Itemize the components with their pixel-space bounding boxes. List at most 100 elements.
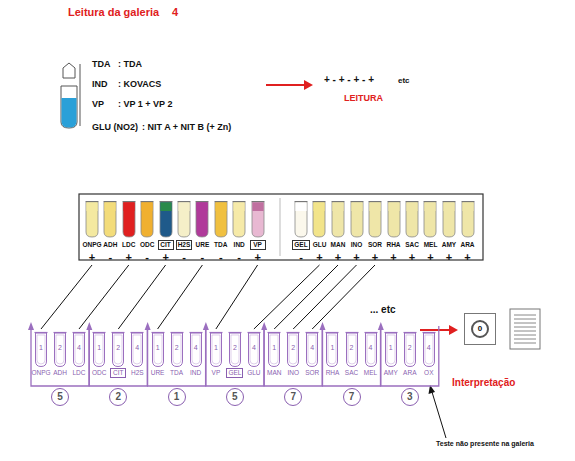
interpretation-tube: 2TDA — [169, 330, 184, 377]
tube-rim — [122, 201, 135, 202]
label-text: : VP 1 + VP 2 — [118, 99, 172, 109]
tube-shape — [312, 200, 326, 238]
tube-shape — [331, 200, 345, 238]
tube-liquid — [252, 202, 264, 237]
interpretation-tube: 4H2S — [130, 330, 145, 377]
tube-cupule — [314, 202, 325, 211]
test-result: - — [177, 252, 192, 263]
group-total: 7 — [284, 388, 302, 406]
tube-liquid — [196, 202, 208, 237]
total-number: 5 — [52, 389, 68, 404]
weight-digit: 4 — [363, 344, 378, 352]
label-text: VP — [92, 99, 104, 109]
gallery-tube: URE- — [195, 200, 211, 263]
test-name: IND — [232, 241, 246, 249]
tube-liquid — [160, 202, 172, 237]
test-name: SAC — [404, 241, 420, 249]
result-connector — [41, 265, 92, 329]
tube-shape — [350, 200, 364, 238]
test-result: + — [330, 252, 347, 263]
tube-rim — [86, 201, 99, 202]
tube-liquid — [295, 202, 307, 237]
label-text: Teste não presente na galeria — [436, 440, 534, 447]
label-text: etc — [398, 76, 410, 85]
bracket-arrowhead — [320, 322, 326, 330]
tube-shape — [195, 200, 209, 238]
weight-digit: 2 — [111, 344, 125, 352]
group-bracket — [89, 326, 147, 386]
group-total: 5 — [51, 388, 69, 406]
interpretation-tube: 4OX — [422, 330, 436, 377]
result-connector — [312, 265, 375, 329]
label-text: GLU (NO2) — [92, 122, 138, 132]
test-name: ADH — [52, 369, 68, 377]
group-total: 5 — [226, 388, 244, 406]
test-result: + — [350, 252, 364, 263]
interpretation-tube: 1MAN — [266, 330, 282, 377]
test-name: SAC — [344, 369, 359, 377]
test-result: - — [232, 252, 246, 263]
tube-rim — [196, 201, 209, 202]
result-connector — [158, 265, 203, 329]
test-name: ADH — [102, 241, 118, 249]
group-bracket — [206, 326, 264, 386]
tube-shape — [251, 200, 265, 238]
label-text: : NIT A + NIT B (+ Zn) — [142, 122, 231, 132]
label-text: : KOVACS — [118, 79, 161, 89]
tube-shape — [294, 200, 308, 238]
tube-rim — [350, 201, 363, 202]
test-name: OX — [422, 369, 436, 377]
gallery-tube: MAN+ — [330, 200, 347, 263]
tube-liquid — [462, 202, 474, 237]
tube-liquid — [123, 202, 135, 237]
gallery-tube: ONPG+ — [81, 200, 102, 263]
group-total: 1 — [168, 388, 186, 406]
tube-rim — [461, 201, 474, 202]
tube-rim — [159, 201, 172, 202]
test-name: ONPG — [30, 369, 51, 377]
group-bracket — [264, 326, 322, 386]
gallery-tube: SOR+ — [367, 200, 383, 263]
tube-liquid — [86, 202, 98, 237]
tube-rim — [251, 201, 264, 202]
gallery-tube: ADH- — [102, 200, 118, 263]
label-text: TDA — [92, 59, 111, 69]
interpretation-tube: 1ONPG — [30, 330, 51, 377]
tube-liquid — [424, 202, 436, 237]
test-name: SOR — [304, 369, 320, 377]
test-name: ARA — [402, 369, 417, 377]
test-name: GEL — [227, 369, 242, 377]
interpretation-tube: 1AMY — [383, 330, 399, 377]
result-connector — [293, 265, 356, 329]
tube-shape — [442, 200, 456, 238]
tube-cupule — [369, 202, 380, 211]
weight-digit: 4 — [189, 344, 203, 352]
label-text: LEITURA — [344, 93, 383, 103]
test-result: + — [404, 252, 420, 263]
test-name: MEL — [363, 369, 378, 377]
result-box: 0 — [464, 313, 496, 345]
gallery-tube: GEL - — [293, 200, 308, 263]
tube-rim — [405, 201, 418, 202]
tube-cupule — [86, 202, 97, 211]
total-number: 5 — [227, 389, 243, 404]
test-name: INO — [350, 241, 364, 249]
total-number: 7 — [344, 389, 360, 404]
test-name: GEL — [293, 241, 308, 249]
test-result: - — [293, 252, 308, 263]
pointer-arrow — [429, 385, 447, 438]
test-name: LDC — [121, 241, 136, 249]
gallery-tube: ARA+ — [459, 200, 475, 263]
tube-rim — [214, 201, 227, 202]
result-connector — [216, 265, 258, 329]
test-name: CIT — [111, 369, 125, 377]
group-bracket — [148, 326, 206, 386]
interpretation-tube: 1ODC — [91, 330, 107, 377]
tube-shape — [368, 200, 382, 238]
tube-liquid — [388, 202, 400, 237]
gallery-tube: LDC+ — [121, 200, 136, 263]
bracket-arrowhead — [28, 322, 34, 330]
interpretation-tube: 1VP — [209, 330, 223, 377]
tube-liquid — [443, 202, 455, 237]
tube-liquid — [351, 202, 363, 237]
